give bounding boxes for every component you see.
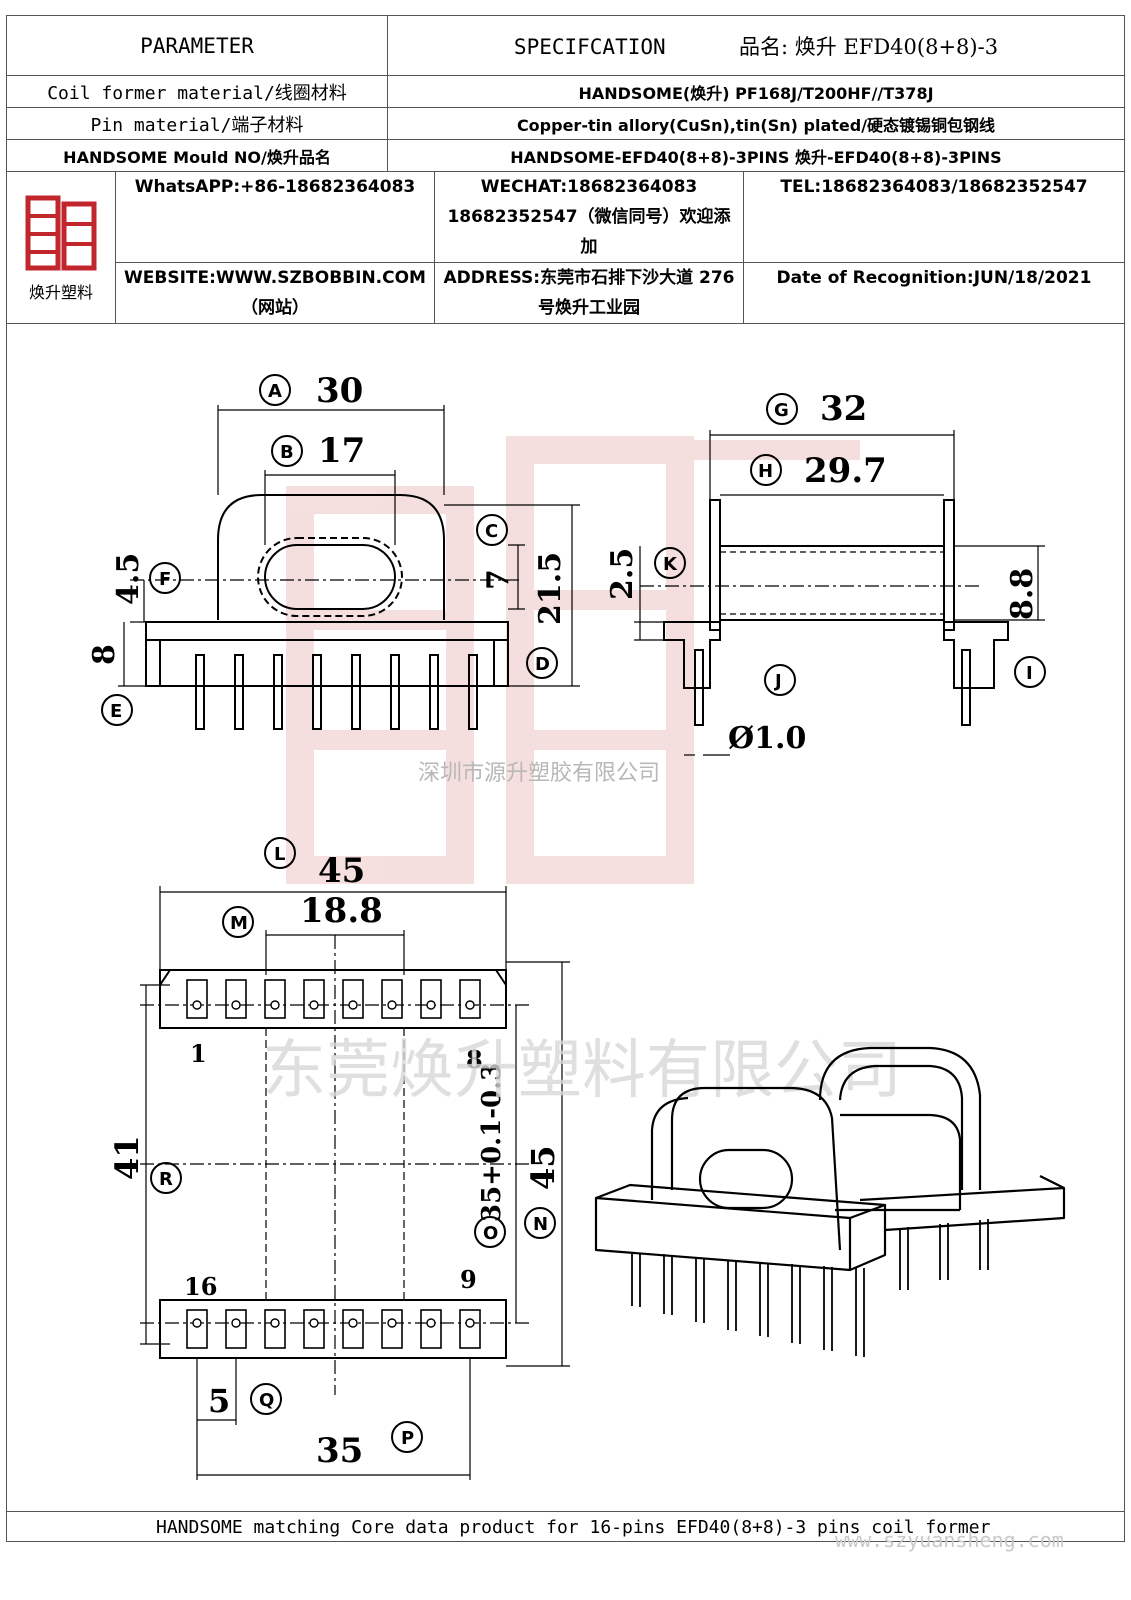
callout-e (101, 694, 133, 726)
pin-label-1: 1 (190, 1039, 207, 1068)
bottom-view-pin-holes (192, 1000, 475, 1328)
callout-o (474, 1216, 506, 1248)
svg-text:M: M (230, 913, 248, 934)
front-view-labels: A 30 B 17 C 7 21.5 D F 4.5 8 E (87, 371, 568, 726)
bottom-view-dims (140, 886, 570, 1480)
dim-q: 5 (208, 1382, 230, 1420)
svg-text:I: I (1026, 663, 1033, 684)
recognition-date: Date of Recognition:JUN/18/2021 (743, 262, 1125, 324)
svg-text:B: B (280, 442, 294, 463)
dim-a: 30 (316, 371, 363, 411)
bottom-view-labels: L 45 M 18.8 1 8 16 9 41 R 35+0.1-0.3 O 4… (108, 837, 562, 1471)
callout-d (526, 647, 558, 679)
svg-text:K: K (663, 554, 678, 575)
dim-m: 18.8 (300, 891, 383, 931)
watermark-logo (286, 436, 860, 884)
pin-label-8: 8 (466, 1045, 483, 1074)
side-view-dims (634, 430, 1045, 756)
row-mould-label: HANDSOME Mould NO/焕升品名 (6, 139, 388, 172)
callout-j (764, 664, 796, 696)
svg-text:Q: Q (259, 1390, 274, 1411)
callout-a (259, 374, 291, 406)
dim-p: 35 (316, 1431, 363, 1471)
tel: TEL:18682364083/18682352547 (743, 171, 1125, 263)
svg-text:L: L (274, 844, 285, 865)
isometric-view-pins (631, 1219, 989, 1357)
svg-text:C: C (485, 521, 498, 542)
watermark-text-1: 深圳市源升塑胶有限公司 (418, 761, 660, 786)
contact-table: 焕升塑料 WhatsAPP:+86-18682364083 WECHAT:186… (6, 171, 1125, 324)
dim-f: 4.5 (111, 553, 146, 605)
bottom-view-pins (186, 979, 481, 1349)
row-mould-value: HANDSOME-EFD40(8+8)-3PINS 焕升-EFD40(8+8)-… (387, 139, 1125, 172)
svg-text:R: R (159, 1169, 173, 1190)
row-pin-label: Pin material/端子材料 (6, 107, 388, 140)
front-view (130, 494, 520, 687)
callout-r (150, 1162, 182, 1194)
svg-text:E: E (110, 701, 122, 722)
dim-n: 45 (524, 1145, 562, 1190)
callout-l (264, 837, 296, 869)
callout-q (250, 1383, 282, 1415)
callout-b (271, 435, 303, 467)
logo-cell: 焕升塑料 (6, 171, 116, 324)
watermark-text-2: 东莞焕升塑料有限公司 (262, 1034, 902, 1108)
pin-label-16: 16 (184, 1272, 217, 1301)
dim-j: Ø1.0 (728, 721, 806, 756)
side-view-labels: G 32 H 29.7 K 2.5 8.8 I J Ø1.0 (605, 389, 1046, 756)
dim-r: 41 (108, 1135, 146, 1180)
row-coil-label: Coil former material/线圈材料 (6, 75, 388, 108)
callout-p (391, 1421, 423, 1453)
callout-g (766, 393, 798, 425)
svg-text:A: A (268, 381, 282, 402)
dim-i: 8.8 (1005, 568, 1040, 620)
isometric-view (594, 1046, 1066, 1272)
side-view (640, 499, 1009, 726)
callout-c (476, 514, 508, 546)
svg-text:P: P (401, 1428, 414, 1449)
callout-i (1014, 656, 1046, 688)
callout-h (750, 454, 782, 486)
website-watermark: www.szyuansheng.com (835, 1528, 1064, 1552)
svg-text:H: H (758, 461, 773, 482)
logo-text: 焕升塑料 (28, 282, 93, 302)
dim-e: 8 (87, 644, 122, 665)
svg-text:G: G (774, 400, 789, 421)
bottom-view (140, 935, 530, 1395)
callout-n (524, 1207, 556, 1239)
dim-d: 21.5 (533, 552, 568, 625)
dim-o: 35+0.1-0.3 (477, 1063, 507, 1222)
footer-note: HANDSOME matching Core data product for … (6, 1511, 1125, 1542)
svg-text:O: O (483, 1223, 498, 1244)
dim-l: 45 (318, 851, 365, 891)
parameter-table: PARAMETER SPECIFCATION 品名: 焕升 EFD40(8+8)… (6, 15, 1125, 172)
svg-text:D: D (535, 654, 550, 675)
callout-k (654, 547, 686, 579)
wechat-cell: WECHAT:18682364083 18682352547（微信同号）欢迎添加 (434, 171, 744, 263)
dim-h: 29.7 (804, 451, 887, 491)
row-coil-value: HANDSOME(焕升) PF168J/T200HF//T378J (387, 75, 1125, 108)
whatsapp: WhatsAPP:+86-18682364083 (115, 171, 435, 263)
wechat-secondary: 18682352547（微信同号）欢迎添加 (447, 207, 731, 257)
website: WEBSITE:WWW.SZBOBBIN.COM（网站） (115, 262, 435, 324)
product-name: 品名: 焕升 EFD40(8+8)-3 (739, 34, 999, 59)
callout-m (222, 906, 254, 938)
dim-c: 7 (481, 569, 516, 590)
address: ADDRESS:东莞市石排下沙大道 276 号焕升工业园 (434, 262, 744, 324)
svg-text:F: F (159, 569, 171, 590)
svg-text:J: J (773, 671, 782, 692)
dim-g: 32 (820, 389, 867, 429)
pin-label-9: 9 (460, 1265, 477, 1294)
callout-f (149, 562, 181, 594)
company-logo-icon (25, 195, 97, 270)
dim-b: 17 (318, 431, 365, 471)
dim-k: 2.5 (605, 548, 640, 600)
spec-title: SPECIFCATION (513, 34, 666, 59)
spec-header: SPECIFCATION 品名: 焕升 EFD40(8+8)-3 (387, 15, 1125, 76)
wechat: WECHAT:18682364083 (480, 177, 698, 197)
front-view-dims (118, 405, 580, 687)
svg-text:N: N (533, 1214, 548, 1235)
front-view-pins (195, 654, 478, 730)
